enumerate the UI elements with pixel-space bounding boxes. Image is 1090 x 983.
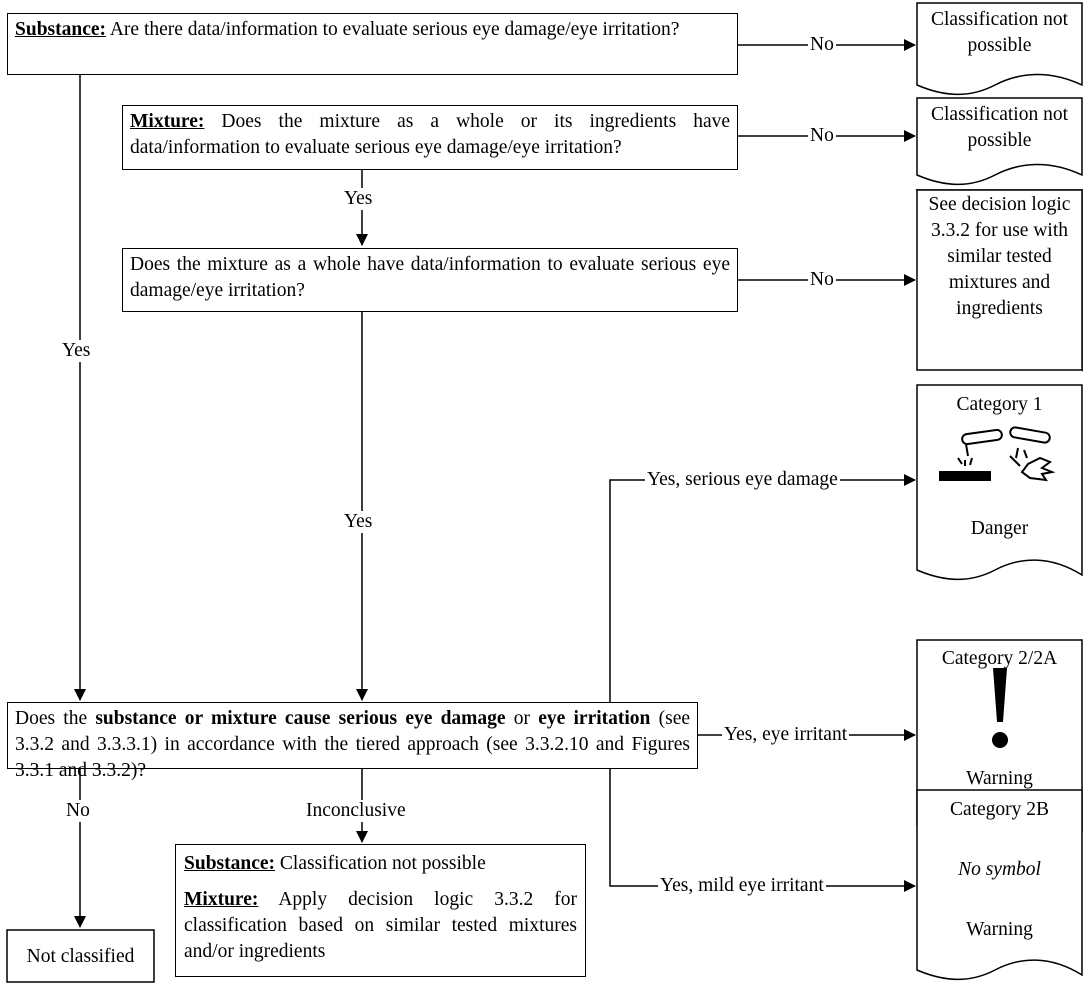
label-no-mixture: No <box>808 125 836 147</box>
outcome-shape-2 <box>916 97 1083 186</box>
outcome-shape-cat2b <box>916 789 1083 981</box>
label-yes-irritant: Yes, eye irritant <box>722 724 850 746</box>
mixture-question-text: Does the mixture as a whole or its ingre… <box>130 111 731 158</box>
label-no-main: No <box>64 800 92 822</box>
cat1-signal-word: Danger <box>970 518 1029 539</box>
label-yes-mild: Yes, mild eye irritant <box>658 875 826 897</box>
substance-label: Substance: <box>15 19 107 40</box>
outcome-see-logic: See decision logic 3.3.2 for use with si… <box>928 194 1071 319</box>
label-yes-whole: Yes <box>342 511 375 533</box>
label-yes-serious: Yes, serious eye damage <box>645 469 840 491</box>
question-mixture: Mixture: Does the mixture as a whole or … <box>122 105 738 170</box>
outcome-shape-1 <box>916 2 1083 96</box>
cat2-title: Category 2/2A <box>941 648 1058 669</box>
label-no-whole: No <box>808 269 836 291</box>
question-mixture-whole: Does the mixture as a whole have data/in… <box>122 248 738 312</box>
label-yes-substance: Yes <box>60 340 93 362</box>
edge-mild <box>609 769 916 892</box>
label-yes-mixture: Yes <box>342 188 375 210</box>
edge-serious <box>609 474 916 702</box>
cat2b-title: Category 2B <box>949 799 1050 820</box>
outcome-not-possible-1: Classification not possible <box>930 9 1069 56</box>
mixture-whole-question-text: Does the mixture as a whole have data/in… <box>130 254 730 301</box>
cat1-title: Category 1 <box>956 394 1043 415</box>
question-substance: Substance: Are there data/information to… <box>7 13 738 75</box>
label-no-substance: No <box>808 34 836 56</box>
substance-question-text: Are there data/information to evaluate s… <box>109 19 680 40</box>
exclamation-icon <box>992 668 1008 748</box>
question-main: Does the substance or mixture cause seri… <box>7 702 698 781</box>
cat2-signal-word: Warning <box>966 768 1033 789</box>
outcome-rect-see-logic <box>916 189 1083 371</box>
outcome-not-possible-2: Classification not possible <box>930 104 1069 151</box>
cat2b-symbol-text: No symbol <box>958 859 1041 880</box>
label-inconclusive: Inconclusive <box>304 800 408 822</box>
cat2b-signal-word: Warning <box>966 919 1033 940</box>
outcome-not-classified: Not classified <box>26 946 135 967</box>
mixture-label: Mixture: <box>130 111 205 132</box>
corrosion-icon <box>939 426 1056 482</box>
outcome-shape-cat1 <box>916 384 1083 581</box>
outcome-shape-notclassified <box>6 929 155 983</box>
inconclusive-box: Substance: Classification not possible M… <box>175 844 586 977</box>
